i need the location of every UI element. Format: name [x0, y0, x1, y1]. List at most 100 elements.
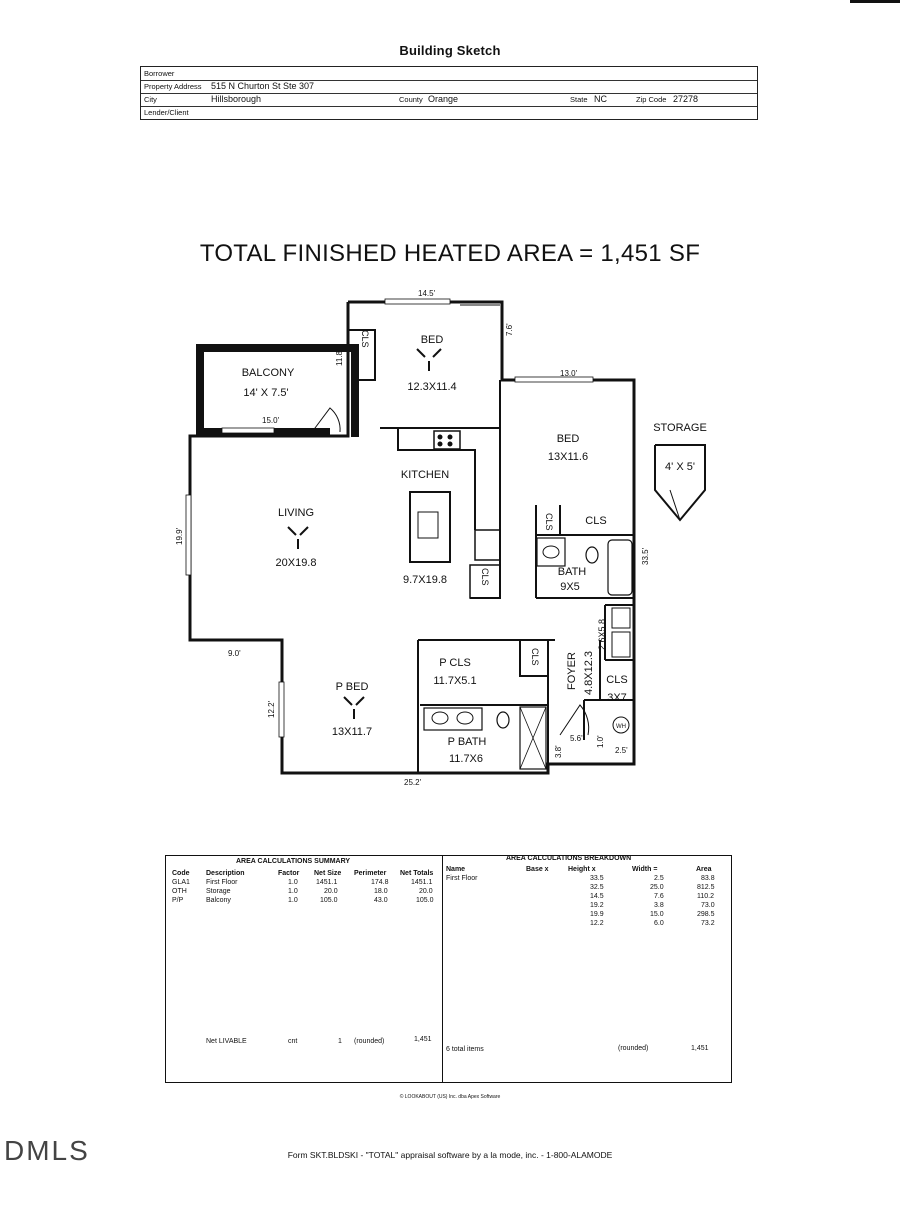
bed2-label: BED	[557, 433, 580, 445]
summary-rounded-label: (rounded)	[354, 1038, 385, 1045]
summary-r3-code: P/P	[172, 897, 184, 904]
copyright-line: © LOOKABOUT (US) Inc. dba Apex Software	[399, 1094, 501, 1100]
pbath-vanity-icon	[423, 707, 483, 731]
dim-13-0: 13.0'	[560, 369, 578, 378]
water-heater-icon	[612, 716, 630, 734]
storage-size: 4' X 5'	[665, 461, 695, 473]
balcony-door-icon	[311, 407, 341, 433]
county-value: Orange	[428, 94, 459, 104]
summary-r1-perimeter: 174.8	[371, 879, 389, 886]
breakdown-col-width: Width =	[632, 866, 658, 873]
cnt-label: cnt	[288, 1038, 298, 1045]
storage-door	[669, 489, 681, 521]
interior-walls	[348, 329, 634, 773]
dim-15-0: 15.0'	[262, 416, 280, 425]
bed1-size: 12.3X11.4	[407, 381, 456, 393]
dim-19-9: 19.9'	[175, 527, 184, 545]
bath-sink-bowl	[542, 545, 560, 559]
pcls-label: P CLS	[439, 657, 471, 669]
bd-r1-w: 2.5	[654, 875, 664, 882]
summary-r1-netsize: 1451.1	[316, 879, 338, 886]
bd-r6-a: 73.2	[701, 920, 715, 927]
dim-7-6: 7.6'	[505, 323, 514, 336]
dim-25-2: 25.2'	[404, 778, 422, 787]
balcony-label: BALCONY	[242, 367, 295, 379]
living-size: 20X19.8	[276, 557, 317, 569]
summary-col-factor: Factor	[278, 870, 300, 877]
dim-2-5: 2.5'	[615, 746, 628, 755]
bd-r2-h: 32.5	[590, 884, 604, 891]
bed2-size: 13X11.6	[548, 451, 588, 463]
dim-5-6: 5.6'	[570, 734, 583, 743]
room-labels: BALCONY 14' X 7.5' BED 12.3X11.4 BED 13X…	[242, 334, 707, 765]
borrower-label: Borrower	[144, 69, 175, 78]
page-title: Building Sketch	[399, 43, 501, 58]
area-calculations-table: AREA CALCULATIONS SUMMARY Code Descripti…	[165, 855, 732, 1083]
dim-33-5: 33.5'	[641, 547, 650, 565]
bd-r4-h: 19.2	[590, 902, 604, 909]
pbed-size: 13X11.7	[332, 726, 372, 738]
state-value: NC	[594, 94, 607, 104]
cls-bath-label: CLS	[585, 515, 606, 527]
balcony-size: 14' X 7.5'	[243, 387, 288, 399]
total-area-headline: TOTAL FINISHED HEATED AREA = 1,451 SF	[199, 240, 701, 267]
dim-9-0: 9.0'	[228, 649, 241, 658]
breakdown-total: 1,451	[691, 1045, 709, 1052]
cls-bath-vert-label: CLS	[544, 513, 554, 531]
dryer-icon	[611, 631, 631, 658]
summary-r2-netsize: 20.0	[324, 888, 338, 895]
summary-col-perimeter: Perimeter	[354, 870, 387, 877]
cls-foyer-label: CLS	[606, 674, 627, 686]
zip-label: Zip Code	[636, 95, 667, 104]
floor-plan: WH BALCONY 14' X 7.5' BED 12.3X11.4 BED …	[175, 289, 707, 787]
summary-title: AREA CALCULATIONS SUMMARY	[236, 858, 351, 865]
storage-outline	[654, 444, 706, 522]
bd-r1-h: 33.5	[590, 875, 604, 882]
zip-value: 27278	[673, 94, 699, 104]
dmls-logo: DMLS	[4, 1135, 90, 1166]
county-label: County	[399, 95, 423, 104]
lender-row: Lender/Client	[141, 106, 757, 119]
foyer-label: FOYER	[566, 652, 578, 690]
bathtub-icon	[607, 539, 633, 596]
city-label: City	[144, 95, 157, 104]
city-row: City Hillsborough County Orange State NC…	[141, 93, 757, 107]
state-label: State	[570, 95, 588, 104]
living-window	[185, 494, 192, 576]
pbath-sink2	[456, 711, 474, 725]
summary-net-total: 1,451	[414, 1036, 432, 1043]
kitchen-island	[409, 491, 451, 563]
living-label: LIVING	[278, 507, 314, 519]
scan-mark	[850, 0, 900, 3]
entry-door-icon	[559, 704, 590, 736]
bd-r3-h: 14.5	[590, 893, 604, 900]
summary-r3-nettotal: 105.0	[416, 897, 434, 904]
breakdown-title: AREA CALCULATIONS BREAKDOWN	[506, 855, 632, 862]
bd-r1-a: 83.8	[701, 875, 715, 882]
property-header-box: Borrower Property Address 515 N Churton …	[140, 66, 758, 120]
bd-r2-a: 812.5	[697, 884, 715, 891]
pcls-size: 11.7X5.1	[433, 675, 476, 687]
pbath-size: 11.7X6	[449, 753, 483, 765]
kitchen-size: 9.7X19.8	[403, 574, 447, 586]
address-row: Property Address 515 N Churton St Ste 30…	[141, 80, 757, 94]
bed2-window	[514, 376, 594, 383]
wh-label: WH	[616, 724, 626, 730]
cls-kitchen-label: CLS	[480, 568, 490, 586]
breakdown-name: First Floor	[446, 875, 478, 882]
pbed-label: P BED	[336, 681, 369, 693]
fan-icons	[287, 348, 442, 719]
pbath-toilet-icon	[496, 711, 510, 729]
storage-label: STORAGE	[653, 422, 707, 434]
city-value: Hillsborough	[211, 94, 262, 104]
summary-r3-netsize: 105.0	[320, 897, 338, 904]
dimension-labels: 14.5' 7.6' 11.8' 15.0' 13.0' 19.9' 33.5'…	[175, 289, 650, 787]
cls-bed1-label: CLS	[360, 330, 370, 348]
summary-r2-factor: 1.0	[288, 888, 298, 895]
shower-icon	[519, 706, 547, 770]
bd-r3-w: 7.6	[654, 893, 664, 900]
summary-col-desc: Description	[206, 870, 245, 877]
bd-r5-h: 19.9	[590, 911, 604, 918]
bd-r6-h: 12.2	[590, 920, 604, 927]
address-value: 515 N Churton St Ste 307	[211, 81, 315, 91]
